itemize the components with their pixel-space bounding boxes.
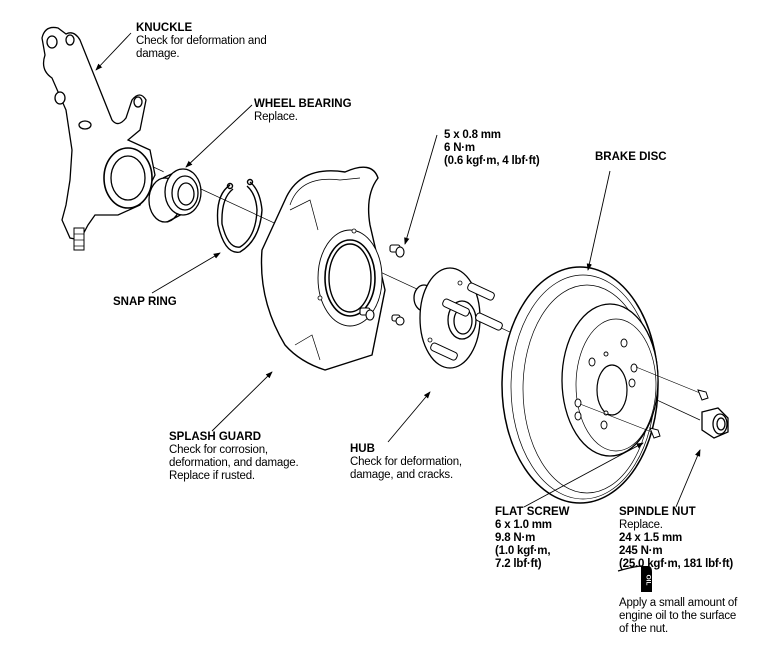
wheel-bearing-note: Replace.: [254, 111, 298, 123]
bolt-spec: 5 x 0.8 mm: [444, 129, 501, 141]
knuckle-note: damage.: [136, 48, 180, 60]
splash-guard-part: [260, 166, 386, 371]
spindle-nut-spec: 24 x 1.5 mm: [619, 532, 683, 544]
bolt-spec: 6 N·m: [444, 142, 475, 154]
flat-screws: [579, 366, 709, 439]
snap-ring-title: SNAP RING: [113, 296, 177, 308]
spindle-nut-spec: (25.0 kgf·m, 181 lbf·ft): [619, 558, 734, 570]
flat-screw-spec: 7.2 lbf·ft): [495, 558, 542, 570]
snap-ring-part: [216, 178, 263, 253]
label-splash-guard: SPLASH GUARD Check for corrosion, deform…: [169, 431, 299, 483]
flat-screw-spec: (1.0 kgf·m,: [495, 545, 551, 557]
splash-guard-note: Check for corrosion,: [169, 444, 268, 456]
oil-icon-label: OIL: [645, 575, 652, 586]
wheel-bearing-part: [148, 163, 202, 223]
leader-lines: [95, 32, 701, 508]
hub-title: HUB: [350, 443, 375, 455]
spindle-nut-note: Replace.: [619, 519, 663, 531]
splash-guard-title: SPLASH GUARD: [169, 431, 262, 443]
oil-can-icon: OIL: [617, 565, 652, 592]
brake-disc-part: [501, 266, 659, 504]
flat-screw-title: FLAT SCREW: [495, 506, 570, 518]
knuckle-title: KNUCKLE: [136, 22, 193, 34]
label-brake-disc: BRAKE DISC: [595, 151, 667, 164]
flat-screw-spec: 6 x 1.0 mm: [495, 519, 552, 531]
flat-screw-spec: 9.8 N·m: [495, 532, 536, 544]
splash-guard-note: deformation, and damage.: [169, 457, 299, 469]
spindle-nut-spec: 245 N·m: [619, 545, 663, 557]
splash-guard-bolts: [359, 244, 405, 326]
label-knuckle: KNUCKLE Check for deformation and damage…: [136, 22, 267, 61]
label-hub: HUB Check for deformation, damage, and c…: [350, 443, 462, 482]
label-snap-ring: SNAP RING: [113, 296, 177, 309]
label-wheel-bearing: WHEEL BEARING Replace.: [254, 98, 352, 124]
brake-disc-title: BRAKE DISC: [595, 151, 667, 163]
label-oil-note: Apply a small amount of engine oil to th…: [619, 597, 737, 636]
splash-guard-note: Replace if rusted.: [169, 470, 255, 482]
label-bolt-spec: 5 x 0.8 mm 6 N·m (0.6 kgf·m, 4 lbf·ft): [444, 129, 540, 168]
hub-note: damage, and cracks.: [350, 469, 453, 481]
oil-note-line: engine oil to the surface: [619, 610, 737, 622]
label-spindle-nut: SPINDLE NUT Replace. 24 x 1.5 mm 245 N·m…: [619, 506, 733, 571]
wheel-bearing-title: WHEEL BEARING: [254, 98, 352, 110]
spindle-nut-part: [701, 407, 729, 439]
label-flat-screw: FLAT SCREW 6 x 1.0 mm 9.8 N·m (1.0 kgf·m…: [495, 506, 570, 571]
hub-part: [413, 267, 503, 369]
hub-note: Check for deformation,: [350, 456, 462, 468]
bolt-spec: (0.6 kgf·m, 4 lbf·ft): [444, 155, 540, 167]
oil-note-line: Apply a small amount of: [619, 597, 738, 609]
spindle-nut-title: SPINDLE NUT: [619, 506, 696, 518]
knuckle-note: Check for deformation and: [136, 35, 267, 47]
oil-note-line: of the nut.: [619, 623, 668, 635]
knuckle-part: [41, 26, 156, 251]
